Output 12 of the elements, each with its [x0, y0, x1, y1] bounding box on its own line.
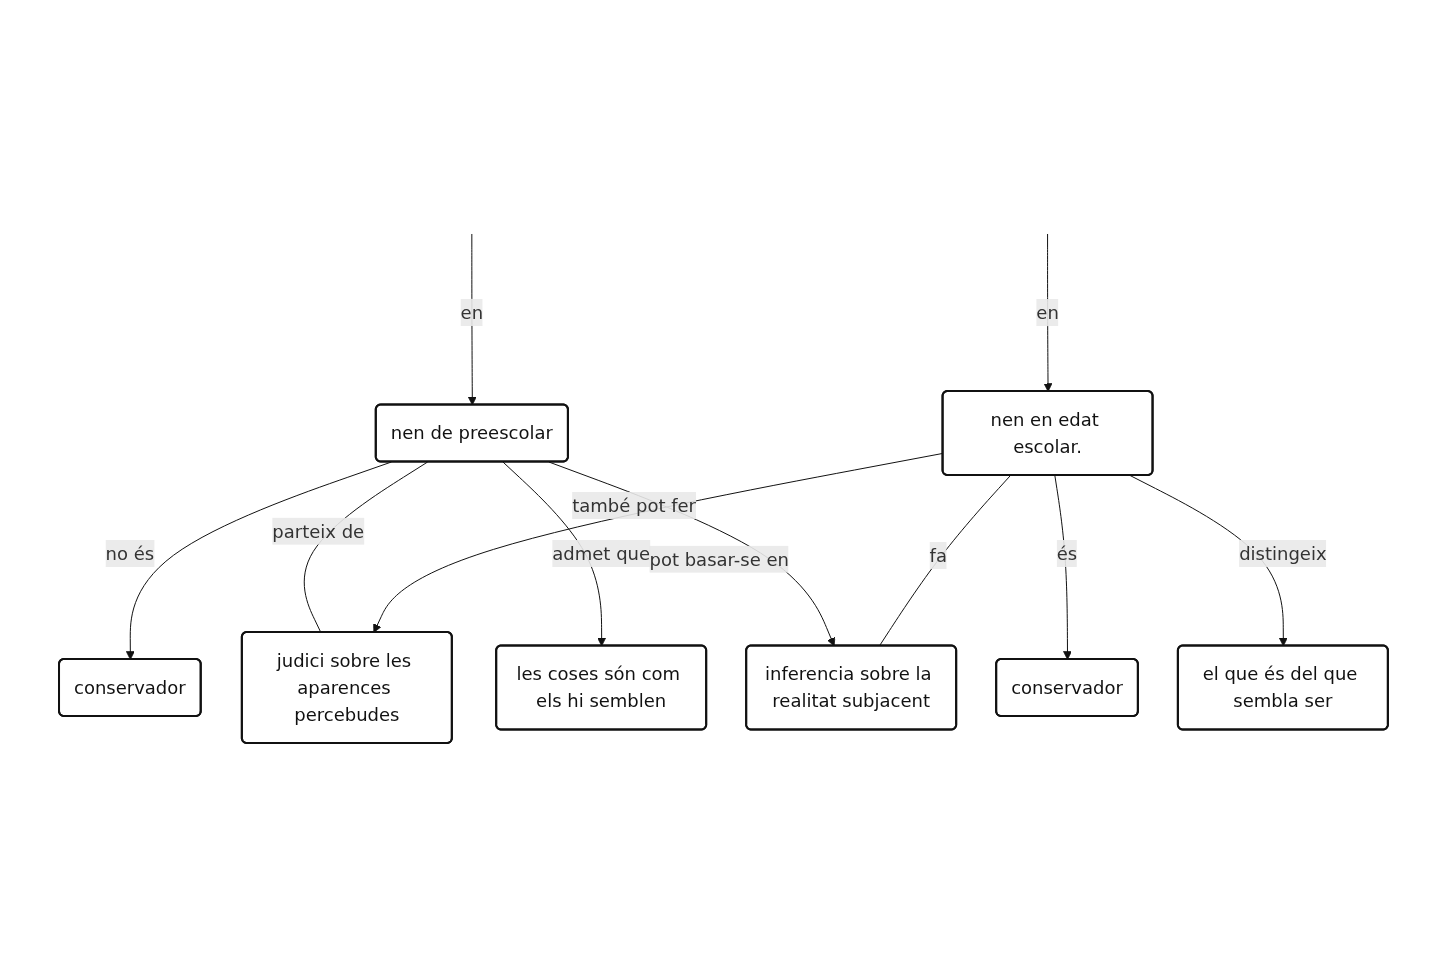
- edge-label: és: [1056, 542, 1078, 564]
- edge-label: també pot fer: [572, 494, 697, 516]
- edge-label: fa: [929, 545, 948, 567]
- edge-label: no és: [105, 542, 155, 564]
- edge-label: pot basar-se en: [649, 548, 789, 570]
- edge-label: en: [1036, 302, 1059, 323]
- edge-label: distingeix: [1239, 542, 1327, 564]
- edge-label: en: [460, 302, 484, 323]
- edge-label: admet que: [552, 542, 651, 564]
- connector: [878, 475, 1011, 647]
- arrow: [126, 461, 392, 660]
- edge-label: parteix de: [272, 520, 365, 542]
